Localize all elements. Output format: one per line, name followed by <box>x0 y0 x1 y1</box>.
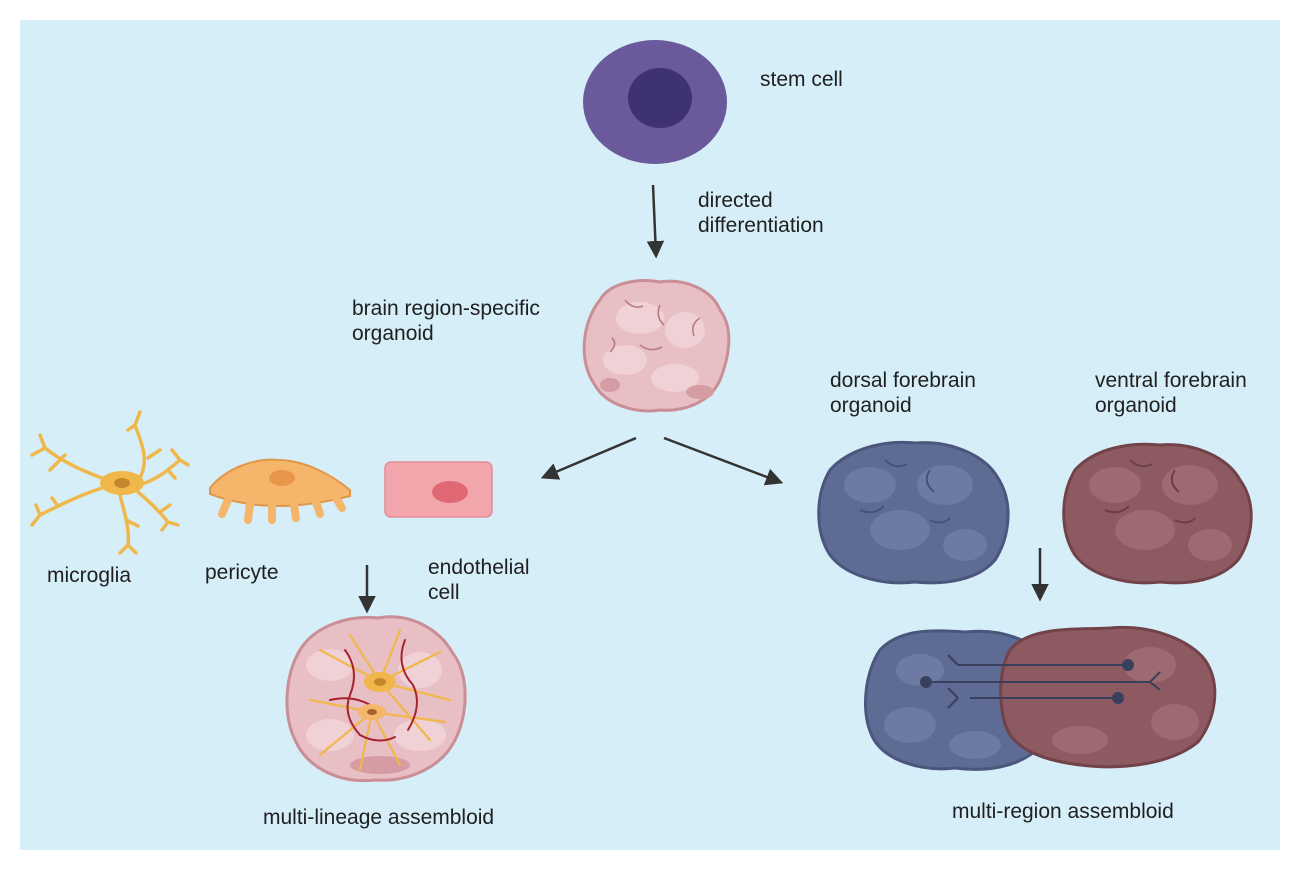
directed-differentiation-label: directed differentiation <box>698 189 824 237</box>
stem-cell <box>583 40 727 164</box>
arrow-differentiation <box>646 184 665 259</box>
multi-region-assembloid-label: multi-region assembloid <box>952 800 1174 823</box>
brain-region-organoid <box>582 279 731 413</box>
multi-region-assembloid <box>864 625 1217 771</box>
dorsal-organoid-label: dorsal forebrain organoid <box>830 369 976 417</box>
pericyte-cell <box>209 458 351 524</box>
multi-lineage-assembloid-label: multi-lineage assembloid <box>263 806 495 829</box>
ventral-organoid <box>1062 442 1253 585</box>
arrow-to-regions <box>663 436 784 486</box>
multi-lineage-assembloid <box>285 615 467 783</box>
microglia-cell <box>30 410 190 555</box>
endothelial-cell <box>384 461 493 518</box>
microglia-label: microglia <box>47 564 132 587</box>
stem-cell-label: stem cell <box>760 68 843 91</box>
endothelial-cell-label: endothelial cell <box>428 556 530 604</box>
dorsal-organoid <box>817 440 1010 585</box>
arrow-to-lineages <box>540 436 637 480</box>
ventral-organoid-label: ventral forebrain organoid <box>1095 369 1247 417</box>
pericyte-label: pericyte <box>205 561 279 584</box>
brain-region-organoid-label: brain region-specific organoid <box>352 297 540 345</box>
